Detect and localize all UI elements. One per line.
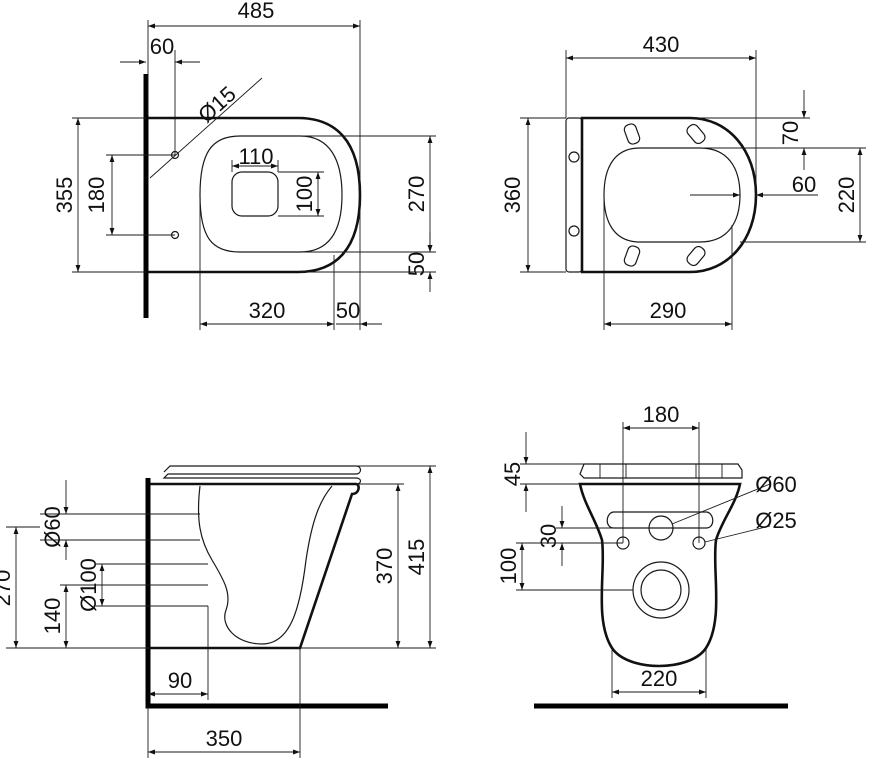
bowl-back-outline <box>578 482 742 668</box>
bumper-bottom-right <box>686 245 706 267</box>
dim-bolt-offset: 60 <box>150 34 174 59</box>
seat-outline <box>580 116 758 274</box>
hinge-bolt-bottom <box>568 225 580 237</box>
seat-lid <box>162 465 362 485</box>
inlet-circle <box>648 515 674 541</box>
dim-bolt-height: 270 <box>0 570 15 607</box>
bowl-outline <box>148 116 362 274</box>
dim-total-width: 355 <box>52 177 77 214</box>
side-view: Ø60 Ø100 270 140 370 415 90 350 <box>0 465 436 758</box>
dim-total-height: 415 <box>404 539 429 576</box>
seat-opening <box>603 147 741 243</box>
dim-inlet-diameter: Ø60 <box>40 506 65 548</box>
dim-seat-length: 430 <box>643 32 680 57</box>
trap-curve <box>197 485 333 645</box>
dim-bolt-diameter-back: Ø25 <box>755 508 797 533</box>
dim-total-depth: 485 <box>238 0 275 23</box>
dim-frame-width: 180 <box>643 402 680 427</box>
dim-outlet-height: 100 <box>292 176 317 213</box>
bumper-bottom-left <box>623 245 641 267</box>
dim-outlet-center: 100 <box>496 548 521 585</box>
dim-seat-width: 360 <box>500 177 525 214</box>
hinge-bolt-top <box>568 151 580 163</box>
dim-outlet-height: 140 <box>40 598 65 635</box>
dim-bowl-length: 320 <box>249 298 286 323</box>
hinge-plate <box>565 117 583 273</box>
dim-bolt-diameter: Ø15 <box>193 81 241 127</box>
dim-seat-height: 45 <box>500 462 525 486</box>
dim-bottom-margin: 50 <box>404 252 429 276</box>
bowl-body <box>150 482 360 650</box>
bumper-top-right <box>686 123 706 145</box>
dim-bolt-offset-back: 30 <box>536 524 561 548</box>
dim-bowl-width: 270 <box>404 176 429 213</box>
dim-opening-width: 220 <box>834 177 859 214</box>
inlet-slot <box>606 511 714 529</box>
dim-opening-length: 290 <box>650 298 687 323</box>
dim-inlet-diameter-back: Ø60 <box>755 472 797 497</box>
seat-top-view: 430 360 70 60 220 290 <box>500 32 866 330</box>
top-view: 485 60 Ø15 355 180 110 100 270 <box>52 0 436 330</box>
dim-outlet-width: 110 <box>238 144 273 169</box>
outlet-opening <box>231 171 279 217</box>
dim-hinge-offset: 70 <box>778 121 803 145</box>
bumper-top-left <box>623 123 641 145</box>
back-view: 180 45 Ø60 Ø25 30 100 220 <box>496 402 797 709</box>
dim-bolt-spacing: 180 <box>84 177 109 214</box>
dim-bowl-height: 370 <box>372 548 397 585</box>
dim-depth: 350 <box>206 726 243 751</box>
dim-center-offset: 60 <box>792 172 816 197</box>
outlet-inner <box>640 569 682 611</box>
dim-front-margin: 50 <box>336 298 360 323</box>
dim-bottom-width: 220 <box>641 666 678 691</box>
dim-outlet-offset: 90 <box>168 668 192 693</box>
seat-top <box>579 463 743 479</box>
